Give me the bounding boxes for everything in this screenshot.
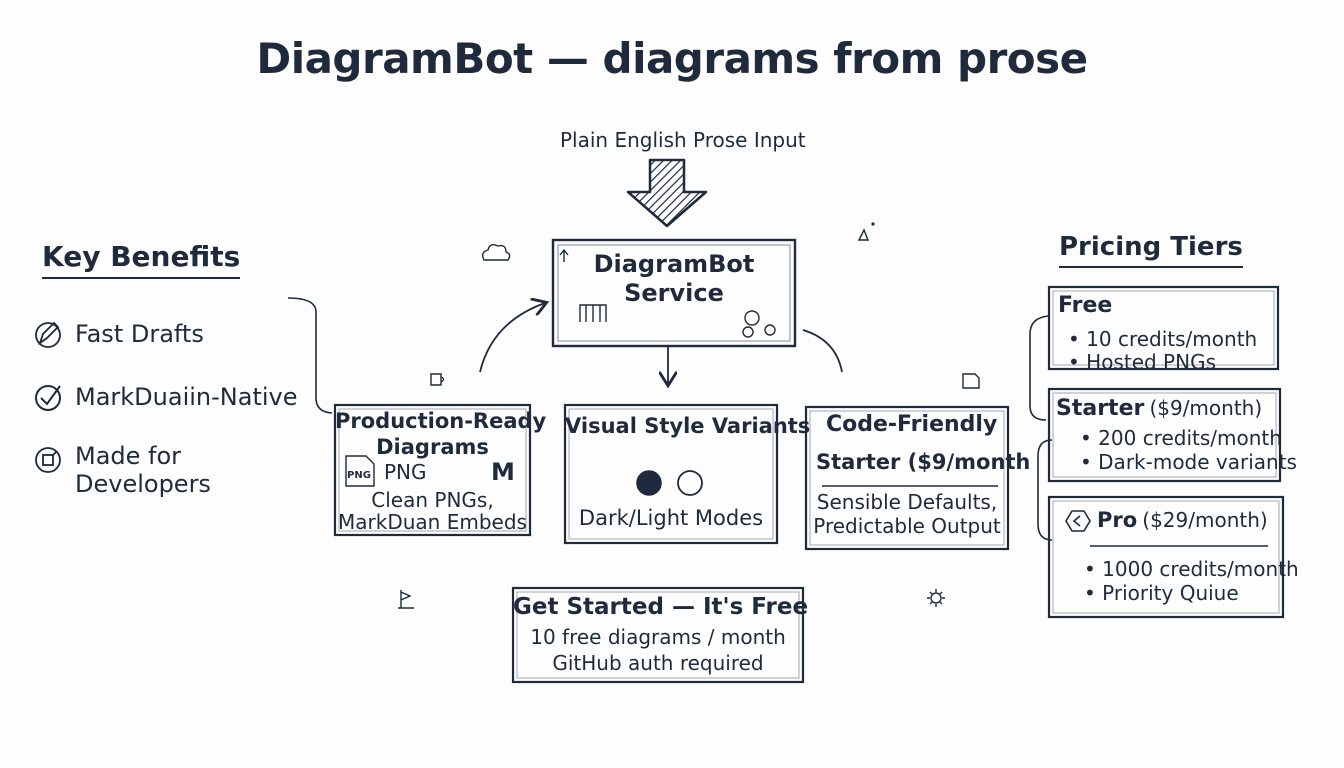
tier-pro-feature-2: Priority Quiue [1084,581,1239,605]
tier-free-feature-1: 10 credits/month [1068,327,1257,351]
cloud-doodle-icon [481,243,511,261]
tier-starter-name: Starter [1056,396,1145,421]
code-desc-line2: Predictable Output [813,514,1001,538]
service-box-frame [551,238,797,348]
get-started-box-frame [511,586,805,684]
flow-curve-code [802,329,843,373]
tier-starter-header: Starter ($9/month) [1056,396,1262,421]
production-title-line2: Diagrams [376,435,489,459]
tier-pro-header: Pro ($29/month) [1097,508,1268,532]
flow-arrow-production [479,303,545,373]
benefit-item-markdown-native: MarkDuaiin-Native [75,383,298,411]
visual-caption: Dark/Light Modes [578,506,764,530]
code-title-line2: Starter ($9/month [816,450,1031,474]
service-title-line2: Service [624,279,724,307]
dark-mode-swatch[interactable] [636,470,662,496]
light-mode-swatch[interactable] [677,470,703,496]
prose-input-label: Plain English Prose Input [560,128,806,152]
pricing-heading: Pricing Tiers [1059,232,1243,268]
tier-pro-name: Pro [1097,508,1138,532]
tier-pro-feature-1: 1000 credits/month [1084,557,1299,581]
production-box-frame [333,403,532,537]
gear-doodle-icon [927,589,945,607]
flag-doodle-icon [398,590,414,609]
code-desc-line1: Sensible Defaults, [816,490,998,514]
input-flow-arrow [626,158,708,228]
visual-box-frame [563,403,779,545]
png-format-label: PNG [384,460,427,484]
benefit-item-developers-line2: Developers [75,470,211,498]
pencil-icon [35,321,61,348]
benefit-item-fast-drafts: Fast Drafts [75,320,204,348]
pricing-bracket-inner [1037,439,1053,541]
visual-title: Visual Style Variants [565,414,811,438]
code-icon [35,447,61,473]
pro-hexagon-icon [1065,510,1091,532]
tier-starter-feature-2: Dark-mode variants [1080,450,1297,474]
get-started-line2: GitHub auth required [552,651,764,675]
service-doodles [559,248,776,338]
benefits-heading: Key Benefits [42,240,241,279]
pricing-bracket-outer [1029,315,1049,421]
service-title-line1: DiagramBot [593,250,755,278]
png-file-icon [345,455,375,487]
tier-pro-price: ($29/month) [1142,508,1268,532]
production-title-line1: Production-Ready [335,409,547,433]
check-circle-icon [35,385,61,411]
markdown-badge-icon: M [491,458,515,486]
tier-starter-feature-1: 200 credits/month [1080,426,1282,450]
production-desc-line1: Clean PNGs, [371,488,494,512]
png-badge: PNG [347,470,371,481]
cup-doodle-icon [430,373,445,386]
benefit-item-developers-line1: Made for [75,442,182,470]
tier-free-feature-2: Hosted PNGs [1068,350,1216,374]
document-doodle-icon [962,373,980,389]
get-started-line1: 10 free diagrams / month [530,625,786,649]
benefits-bracket [287,297,333,414]
production-desc-line2: MarkDuan Embeds [338,510,527,534]
code-title-line1: Code-Friendly [826,412,998,437]
get-started-title[interactable]: Get Started — It's Free [513,594,809,620]
code-box-frame [804,405,1010,551]
page-title: DiagramBot — diagrams from prose [256,34,1088,83]
triangle-doodle-icon [857,228,870,241]
tier-starter-price: ($9/month) [1149,396,1263,420]
tier-free-name: Free [1058,293,1113,318]
